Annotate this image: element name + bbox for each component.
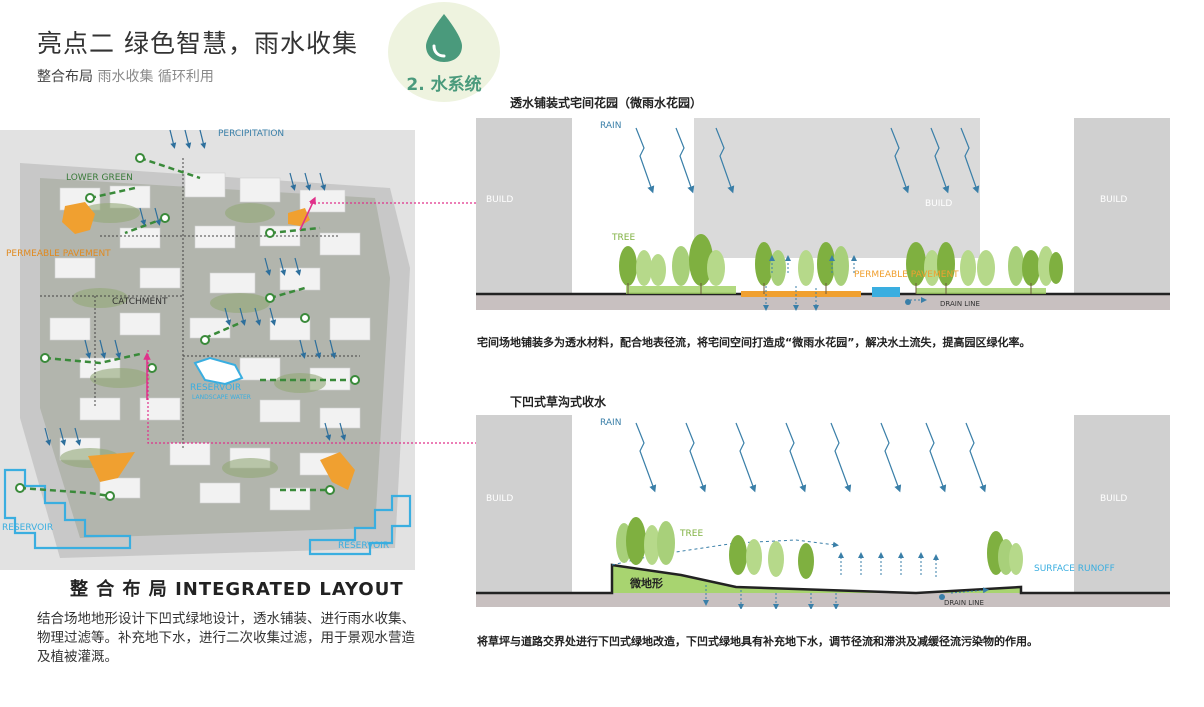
water-drop-icon <box>426 14 462 62</box>
section2-description: 将草坪与道路交界处进行下凹式绿地改造，下凹式绿地具有补充地下水，调节径流和滞洪及… <box>477 635 1038 648</box>
building-right <box>1074 415 1170 593</box>
subtitle-main: 整合布局 <box>37 69 93 85</box>
label-catchment: CATCHMENT <box>112 297 168 307</box>
label-lower-green: LOWER GREEN <box>66 173 133 183</box>
building-left <box>476 415 572 593</box>
label-build-left: BUILD <box>486 494 513 504</box>
section1-title: 透水铺装式宅间花园（微雨水花园） <box>510 96 703 110</box>
permeable-pavement-area <box>62 202 95 234</box>
reservoir-center <box>193 356 244 386</box>
integrated-layout-description: 结合场地地形设计下凹式绿地设计，透水铺装、进行雨水收集、物理过滤等。补充地下水，… <box>37 611 415 665</box>
ground-base <box>476 294 1170 310</box>
connector-lines <box>147 200 483 446</box>
flow-endpoints <box>15 153 360 501</box>
building-left <box>476 118 572 294</box>
building-middle <box>694 118 980 258</box>
master-plan-diagram: PERCIPITATION LOWER GREEN PERMEABLE PAVE… <box>0 129 415 570</box>
label-reservoir-center: RESERVOIR <box>190 383 241 393</box>
section2-diagram: BUILD BUILD RAIN TREE 微地形 SURFACE RUNOFF… <box>476 415 1170 609</box>
drain-point <box>939 594 945 600</box>
drain-point <box>905 299 911 305</box>
label-precipitation: PERCIPITATION <box>218 129 284 139</box>
label-permeable: PERMEABLE PAVEMENT <box>854 270 959 280</box>
catchment-lines <box>40 158 360 448</box>
label-surface-runoff: SURFACE RUNOFF <box>1034 564 1115 574</box>
badge-label: 2. 水系统 <box>406 75 482 95</box>
label-drain: DRAIN LINE <box>944 599 984 607</box>
label-build-mid: BUILD <box>925 199 952 209</box>
page-subtitle: 整合布局 雨水收集 循环利用 <box>37 66 214 86</box>
section2-title: 下凹式草沟式收水 <box>510 395 607 409</box>
reservoir-right <box>308 494 412 556</box>
permeable-pavement-area <box>88 452 135 482</box>
label-build-right: BUILD <box>1100 195 1127 205</box>
label-tree: TREE <box>611 233 635 243</box>
label-reservoir-left: RESERVOIR <box>2 523 53 533</box>
label-reservoir-right: RESERVOIR <box>338 541 389 551</box>
label-tree: TREE <box>679 529 703 539</box>
sunken-green <box>612 565 1021 593</box>
rain-arrows <box>635 127 980 194</box>
infiltration-arrows <box>703 552 989 609</box>
reservoir-left <box>3 468 132 550</box>
section1-description: 宅间场地铺装多为透水材料，配合地表径流，将宅间空间打造成“微雨水花园”，解决水土… <box>477 336 1031 349</box>
permeable-pavement-layer <box>741 291 861 297</box>
ground-base <box>476 593 1170 607</box>
label-landscape-water: LANDSCAPE WATER <box>192 394 251 401</box>
magenta-indicator <box>299 196 316 231</box>
trees <box>616 517 1023 579</box>
label-micro-terrain: 微地形 <box>629 576 663 590</box>
building-blocks <box>49 172 371 511</box>
label-build-left: BUILD <box>486 195 513 205</box>
section1-diagram: BUILD BUILD BUILD RAIN TREE PERMEABLE PA… <box>476 118 1170 311</box>
building-right <box>1074 118 1170 294</box>
connector-to-section2 <box>147 350 483 446</box>
subtitle-sub: 雨水收集 循环利用 <box>97 69 214 85</box>
green-flow-paths <box>19 156 355 498</box>
label-build-right: BUILD <box>1100 494 1127 504</box>
page-title: 亮点二 绿色智慧，雨水收集 <box>37 29 358 58</box>
label-rain: RAIN <box>600 121 621 131</box>
trees <box>619 234 1063 286</box>
integrated-layout-title: 整 合 布 局 INTEGRATED LAYOUT <box>70 579 404 600</box>
label-permeable-pavement: PERMEABLE PAVEMENT <box>6 249 111 259</box>
label-rain: RAIN <box>600 418 621 428</box>
precipitation-arrows <box>44 129 347 446</box>
permeable-pavement-area <box>320 452 355 490</box>
infiltration-arrows <box>763 255 927 311</box>
label-drain: DRAIN LINE <box>940 300 980 308</box>
rain-arrows <box>635 422 987 493</box>
drain-box <box>872 287 900 297</box>
